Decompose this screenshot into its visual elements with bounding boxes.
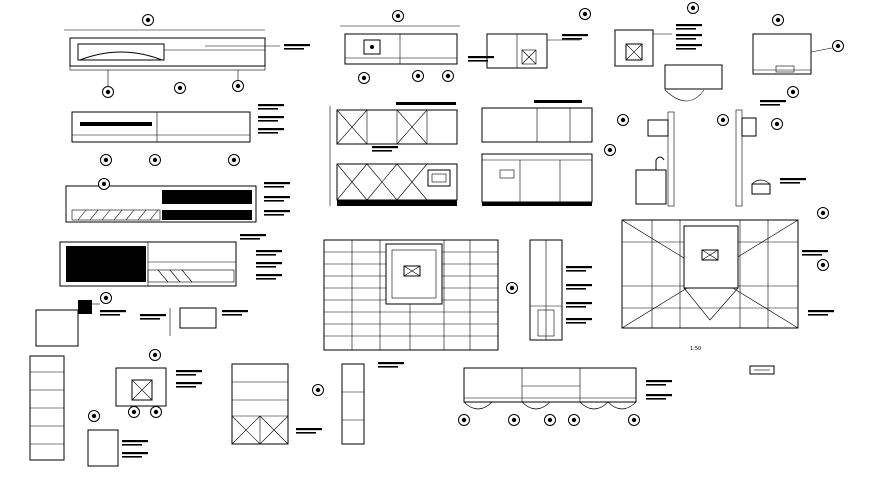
section-marker-icon [128, 406, 140, 418]
section-marker-icon [508, 414, 520, 426]
tall-cabinet-section [312, 362, 404, 445]
tall-cabinet-elevation [231, 363, 322, 445]
kitchen-elevation-main [329, 102, 458, 206]
counter-plan-2 [71, 104, 284, 166]
section-marker-icon [832, 40, 844, 52]
section-marker-icon [102, 86, 114, 98]
oven-unit-elevation [87, 349, 202, 467]
section-marker-icon [100, 154, 112, 166]
section-marker-icon [228, 154, 240, 166]
ceiling-grid-plan-right: 1:50 [621, 207, 834, 375]
section-marker-icon [506, 282, 518, 294]
section-marker-icon [442, 70, 454, 82]
section-marker-icon [817, 259, 829, 271]
section-marker-icon [98, 178, 110, 190]
section-marker-icon [174, 82, 186, 94]
ceiling-grid-plan-left [323, 239, 499, 351]
section-marker-icon [412, 70, 424, 82]
cabinet-section-tall [506, 239, 592, 341]
section-marker-icon [88, 410, 100, 422]
section-marker-icon [772, 14, 784, 26]
counter-elevation-dark [59, 234, 282, 287]
section-marker-icon [568, 414, 580, 426]
oven-cabinet-elevation [614, 2, 723, 90]
corner-unit-plan [752, 14, 844, 98]
section-marker-icon [579, 8, 591, 20]
scale-label: 1:50 [690, 346, 701, 352]
cabinet-elevation-small [486, 8, 591, 69]
section-marker-icon [149, 349, 161, 361]
section-marker-icon [150, 406, 162, 418]
section-marker-icon [232, 80, 244, 92]
section-marker-icon [100, 292, 112, 304]
counter-plan-1 [64, 14, 310, 98]
wall-bracket-details [35, 292, 248, 347]
section-marker-icon [771, 118, 783, 130]
section-marker-icon [687, 2, 699, 14]
cabinet-elevation-right [481, 100, 593, 206]
section-marker-icon [142, 14, 154, 26]
section-marker-icon [817, 207, 829, 219]
counter-section-hatched [65, 178, 290, 223]
section-marker-icon [392, 10, 404, 22]
section-marker-icon [149, 154, 161, 166]
shelving-unit-tall [29, 355, 65, 461]
section-marker-icon [458, 414, 470, 426]
section-marker-icon [358, 72, 370, 84]
section-marker-icon [312, 384, 324, 396]
section-marker-icon [717, 114, 729, 126]
section-marker-icon [617, 114, 629, 126]
section-marker-icon [544, 414, 556, 426]
section-marker-icon [787, 86, 799, 98]
base-cabinet-run [458, 367, 672, 426]
wall-section-details [604, 89, 806, 207]
section-marker-icon [628, 414, 640, 426]
section-marker-icon [604, 144, 616, 156]
sink-counter-plan [340, 10, 494, 84]
